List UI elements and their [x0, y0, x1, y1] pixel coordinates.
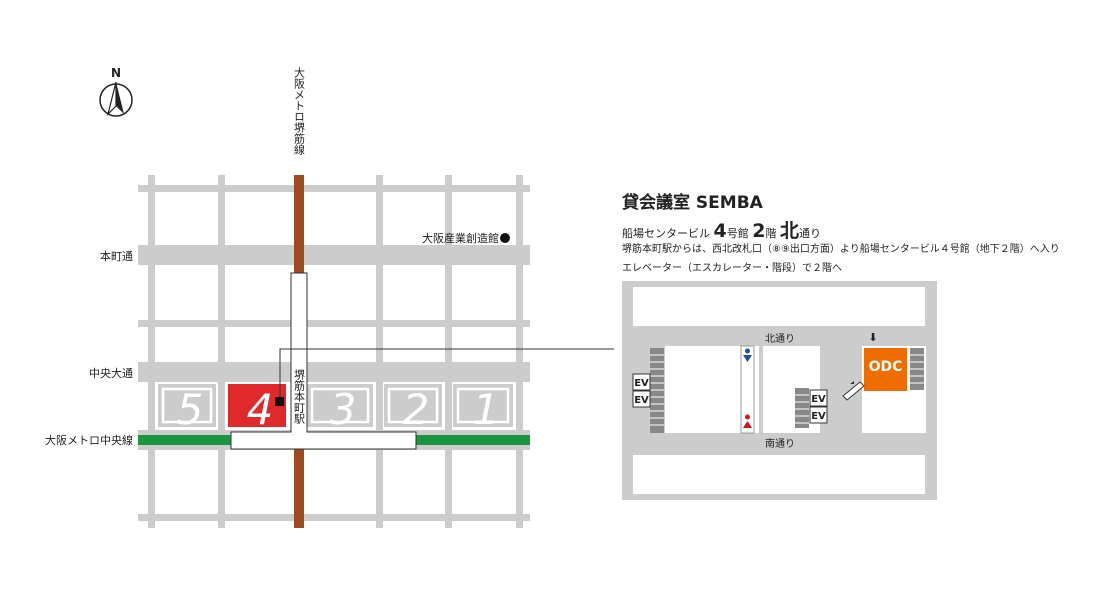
side-big: 北: [779, 220, 799, 242]
entrance-arrow-icon: ⬇: [868, 331, 877, 344]
exit-number: 5: [177, 385, 204, 434]
exit-number: 2: [403, 385, 430, 434]
exit-blocks: [158, 384, 513, 427]
building-unit: 号館: [726, 227, 749, 240]
station-structure: [230, 272, 417, 450]
compass-label: N: [111, 66, 121, 80]
street-chuo-odori: [138, 362, 530, 382]
exit-number: 4: [247, 385, 274, 434]
directions-line-2: エレベーター（エスカレーター・階段）で２階へ: [622, 259, 842, 274]
label-chuo-line: 大阪メトロ中央線: [45, 433, 133, 447]
label-station: 堺筋本町駅: [293, 369, 306, 425]
ev-label: EV: [634, 378, 649, 389]
floor-number: 2: [752, 220, 766, 242]
venue-title: 貸会議室 SEMBA: [622, 188, 763, 213]
leader-line: [279, 348, 614, 397]
label-south-street: 南通り: [765, 437, 795, 450]
street-honmachi-dori: [138, 245, 530, 265]
label-sakaisuji-line: 大阪メトロ堺筋線: [293, 66, 306, 155]
building-prefix: 船場センタービル: [622, 227, 710, 240]
industry-hall-marker: [500, 233, 510, 243]
exit-number: 3: [330, 385, 357, 434]
toilet-female-icon: [745, 414, 750, 420]
directions-line-1: 堺筋本町駅からは、西北改札口（⑧⑨出口方面）より船場センタービル４号館（地下２階…: [622, 240, 1060, 255]
building-number: 4: [713, 220, 727, 242]
escalator-icon: [842, 381, 865, 401]
label-industry-hall: 大阪産業創造館: [422, 231, 499, 245]
label-north-street: 北通り: [765, 333, 795, 345]
label-honmachi-dori: 本町通: [100, 249, 133, 263]
odc-building: [864, 348, 907, 391]
floor-unit: 階: [765, 227, 777, 240]
ev-label: EV: [634, 395, 649, 406]
compass: [99, 81, 133, 117]
label-chuo-odori: 中央大通: [89, 366, 133, 380]
building-marker: [275, 397, 284, 406]
exit-number: 1: [473, 385, 500, 434]
side-rest: 通り: [798, 227, 821, 240]
minor-streets: [138, 175, 530, 528]
ev-label: EV: [811, 411, 826, 422]
odc-logo: ODC: [869, 359, 903, 375]
building-floor-line: 船場センタービル 4号館 2階 北通り: [622, 216, 821, 243]
detail-map: [622, 281, 937, 500]
toilet-male-icon: [745, 348, 750, 354]
ev-label: EV: [811, 394, 826, 405]
